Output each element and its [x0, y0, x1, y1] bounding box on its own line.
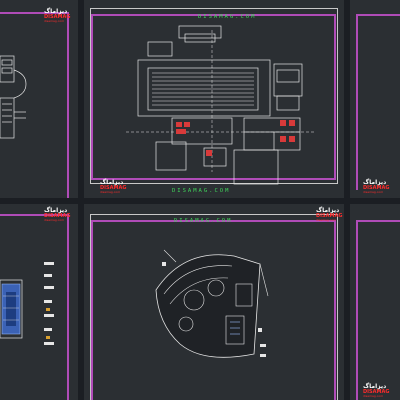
watermark-text: DISAMAG.COM: [174, 218, 233, 224]
floor-plan-drawing: [126, 25, 314, 185]
frame-accent: [91, 178, 336, 180]
floor-plan-drawing: [155, 249, 269, 358]
frame-accent: [356, 14, 358, 190]
sheet-border: [90, 8, 338, 184]
sheet-border: [90, 214, 338, 400]
frame-accent: [91, 220, 93, 400]
watermark-text: DISAMAG.COM: [172, 188, 231, 194]
brand-logo: ديزاماگ DISAMAG disamag.com: [363, 383, 390, 398]
brand-logo: ديزاماگ DISAMAG disamag.com: [316, 207, 343, 222]
sheet-bottom-left: ديزاماگ DISAMAG disamag.com: [0, 204, 78, 400]
frame-accent: [67, 12, 69, 198]
frame-accent: [356, 14, 400, 16]
sheet-top-left: ديزاماگ DISAMAG disamag.com: [0, 0, 78, 198]
frame-accent: [334, 220, 336, 400]
frame-accent: [334, 14, 336, 180]
frame-accent: [0, 12, 68, 14]
sheet-bottom-middle: DISAMAG.COM ديزاماگ DISAMAG disamag.com: [84, 204, 344, 400]
frame-accent: [67, 214, 69, 400]
floor-plan-drawing: [0, 262, 54, 345]
frame-accent: [91, 14, 336, 16]
sheet-top-middle: DISAMAG.COM DISAMAG.COM ديزاماگ DISAMAG …: [84, 0, 344, 198]
brand-logo: ديزاماگ DISAMAG disamag.com: [363, 179, 390, 194]
brand-logo: ديزاماگ DISAMAG disamag.com: [100, 179, 127, 194]
frame-accent: [91, 14, 93, 180]
frame-accent: [0, 214, 68, 216]
brand-logo: ديزاماگ DISAMAG disamag.com: [44, 8, 71, 23]
brand-logo: ديزاماگ DISAMAG disamag.com: [44, 207, 71, 222]
floor-plan-drawing: [0, 55, 27, 139]
sheet-bottom-right: ديزاماگ DISAMAG disamag.com: [350, 204, 400, 400]
frame-accent: [356, 220, 400, 222]
frame-accent: [91, 220, 336, 222]
sheet-top-right: ديزاماگ DISAMAG disamag.com: [350, 0, 400, 198]
frame-accent: [356, 220, 358, 400]
watermark-text: DISAMAG.COM: [198, 14, 257, 20]
